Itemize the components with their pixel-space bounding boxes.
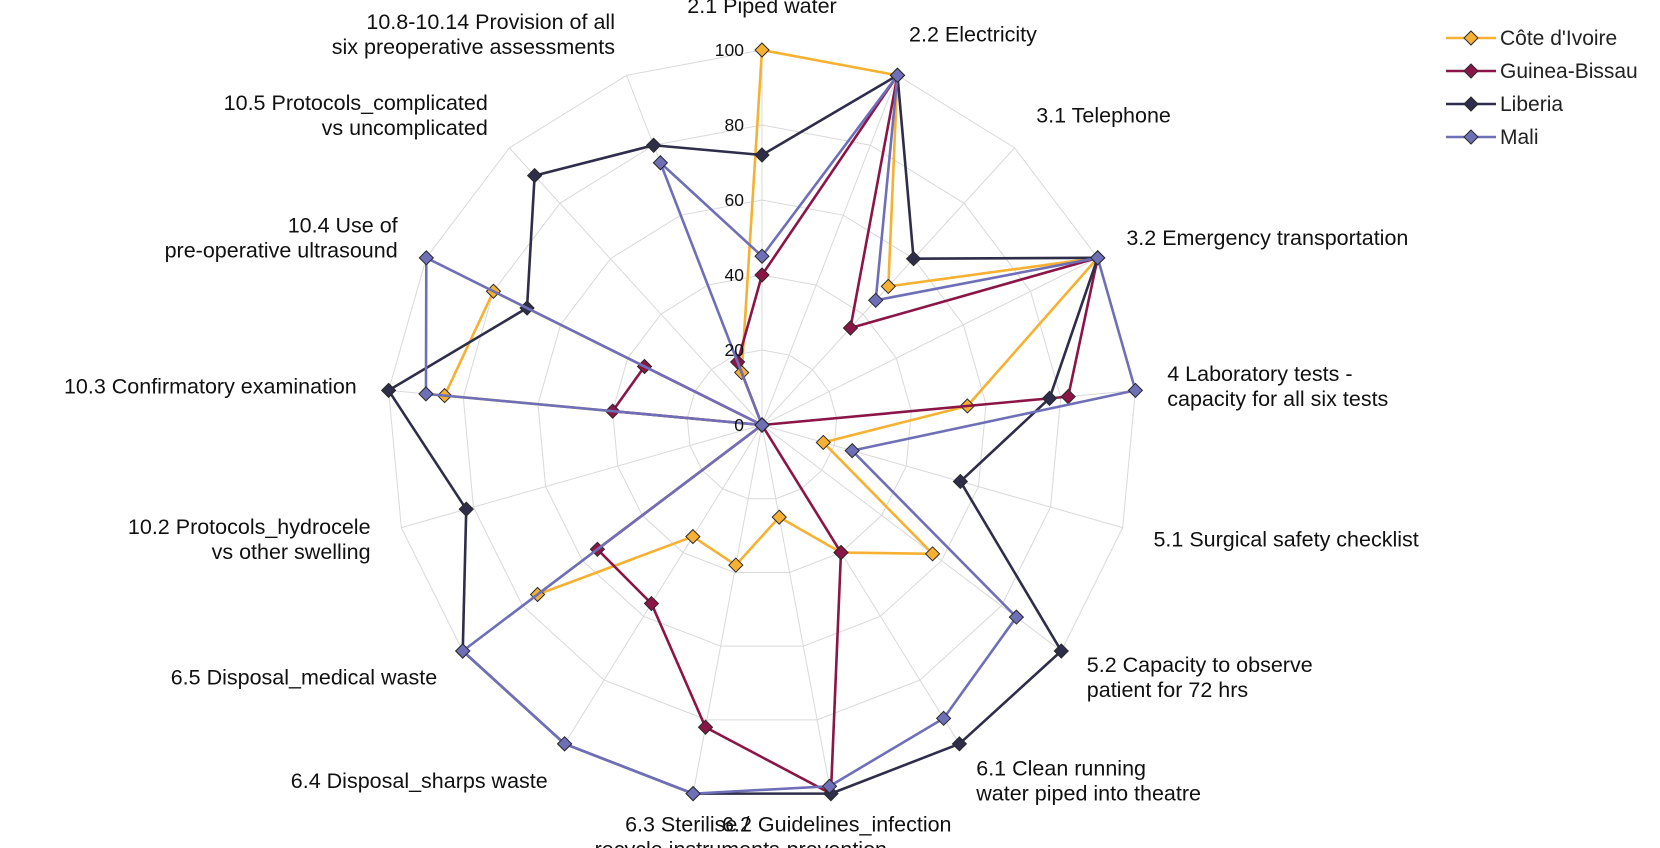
data-point — [1053, 643, 1069, 659]
category-label: 6.4 Disposal_sharps waste — [291, 769, 548, 793]
data-point — [842, 320, 859, 336]
data-point — [685, 528, 701, 545]
data-point — [951, 736, 968, 752]
tick-label: 60 — [725, 190, 745, 210]
series-3 — [418, 67, 1144, 802]
data-point — [455, 643, 471, 659]
category-label: 6.5 Disposal_medical waste — [171, 666, 438, 690]
grid-spoke — [761, 424, 832, 794]
data-point — [924, 546, 941, 562]
data-point — [380, 382, 397, 399]
data-point — [905, 251, 922, 267]
legend-item: Liberia — [1446, 93, 1563, 116]
data-point — [754, 417, 770, 433]
data-point — [880, 278, 897, 295]
tick-label: 20 — [725, 340, 745, 360]
legend-marker — [1463, 63, 1479, 79]
category-label: 2.1 Piped water — [687, 0, 836, 18]
category-label: 3.1 Telephone — [1036, 103, 1171, 127]
radar-ticks: 0 20 40 60 80 100 — [715, 40, 744, 435]
tick-label: 0 — [734, 415, 744, 435]
data-point — [821, 778, 838, 794]
data-point — [418, 250, 435, 266]
data-point — [935, 710, 952, 727]
legend-label: Côte d'Ivoire — [1500, 27, 1617, 50]
grid-spoke — [761, 75, 898, 426]
data-point — [754, 267, 770, 283]
legend-item: Guinea-Bissau — [1446, 60, 1638, 83]
radar-category-labels: 2.1 Piped water 2.2 Electricity 3.1 Teleph… — [64, 0, 1419, 848]
data-point — [771, 509, 787, 525]
tick-label: 40 — [725, 265, 745, 285]
data-point — [1060, 388, 1076, 405]
tick-label: 100 — [715, 40, 744, 60]
grid-spoke — [508, 147, 763, 426]
data-point — [458, 501, 474, 517]
grid-ring — [537, 199, 987, 647]
data-point — [697, 719, 714, 735]
data-point — [556, 736, 573, 752]
data-point — [645, 137, 662, 153]
legend-label: Liberia — [1500, 93, 1563, 116]
legend-marker — [1463, 30, 1479, 46]
legend-item: Mali — [1446, 126, 1539, 149]
grid-ring — [462, 124, 1062, 721]
radar-series — [380, 42, 1144, 802]
data-point — [889, 67, 906, 84]
category-label: 6.3 Sterilise /recycle instruments — [595, 812, 780, 848]
legend-label: Mali — [1500, 126, 1539, 149]
data-point — [728, 557, 744, 573]
grid-spoke — [564, 424, 763, 745]
data-point — [952, 473, 969, 490]
data-point — [685, 785, 701, 802]
data-point — [1127, 382, 1144, 399]
series-line — [443, 48, 1099, 596]
legend-item: Côte d'Ivoire — [1446, 27, 1617, 50]
data-point — [833, 544, 849, 561]
legend-marker — [1463, 96, 1479, 112]
grid-ring — [612, 274, 912, 573]
data-point — [1041, 390, 1058, 407]
legend-label: Guinea-Bissau — [1500, 60, 1638, 83]
category-label: 10.3 Confirmatory examination — [64, 374, 357, 398]
data-point — [643, 595, 660, 612]
data-point — [754, 248, 770, 264]
data-point — [815, 434, 832, 451]
category-label: 5.1 Surgical safety checklist — [1153, 528, 1418, 552]
category-label: 3.2 Emergency transportation — [1126, 226, 1408, 250]
series-line — [387, 74, 1099, 795]
category-label: 4 Laboratory tests -capacity for all six… — [1167, 362, 1388, 411]
grid-ring — [686, 349, 838, 500]
data-point — [526, 167, 543, 184]
legend-marker — [1463, 129, 1479, 145]
grid-spoke — [761, 257, 1098, 426]
data-point — [652, 155, 669, 171]
data-point — [754, 147, 770, 163]
data-point — [1089, 250, 1106, 266]
category-label: 6.2 Guidelines_infectionprevention — [722, 812, 952, 848]
data-point — [844, 442, 860, 459]
tick-label: 80 — [725, 115, 745, 135]
data-point — [754, 42, 770, 58]
data-point — [418, 386, 434, 402]
data-point — [867, 292, 884, 308]
data-point — [1008, 609, 1025, 625]
category-label: 2.2 Electricity — [909, 22, 1037, 46]
series-line — [424, 74, 1137, 795]
